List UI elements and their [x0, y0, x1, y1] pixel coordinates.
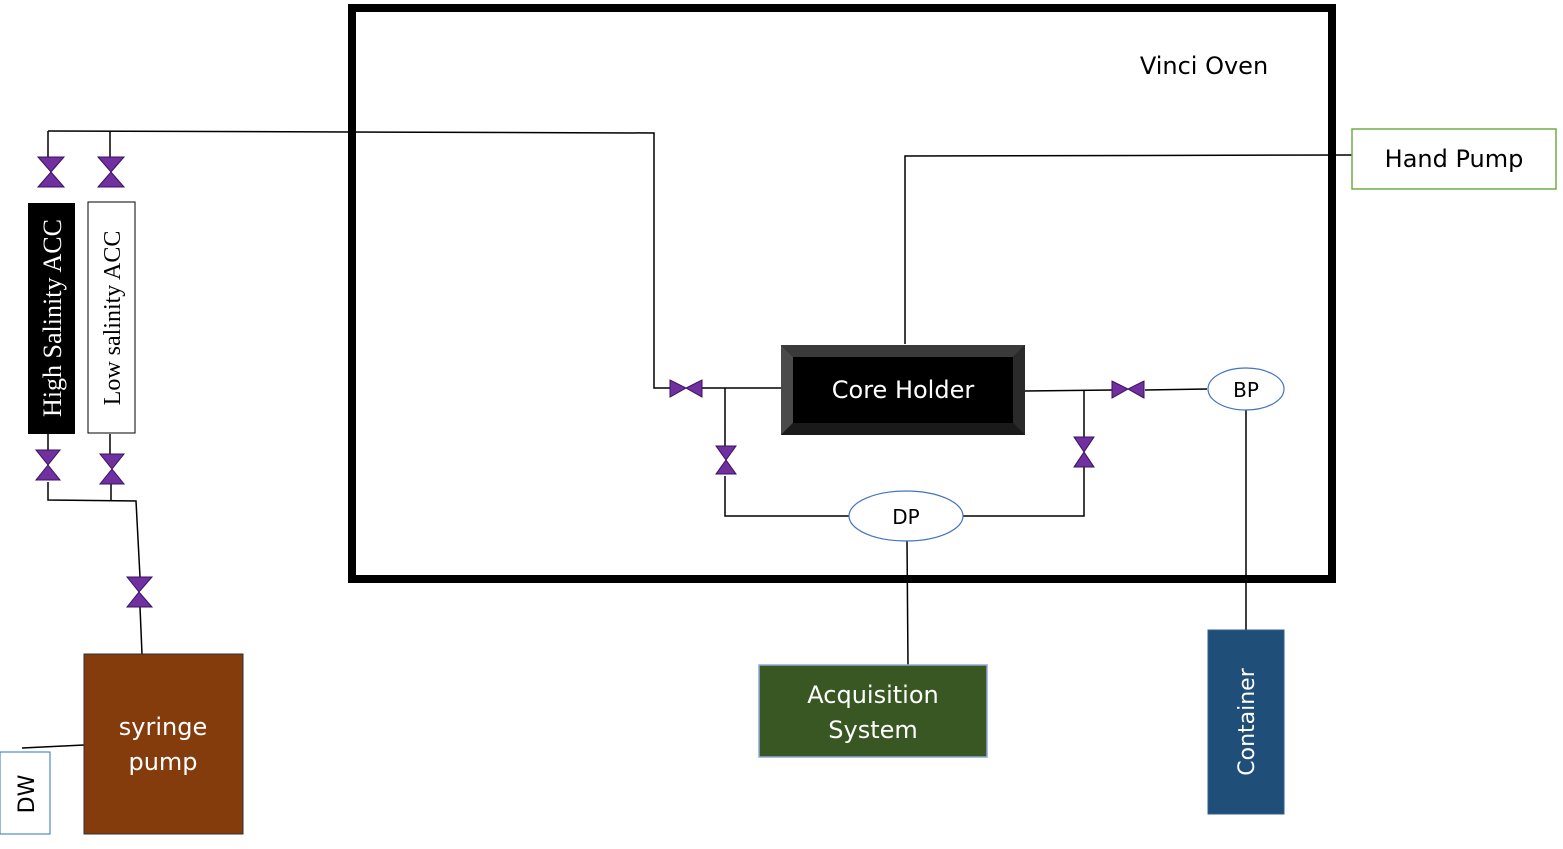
valve-icon [98, 453, 126, 470]
core-holder-label: Core Holder [832, 376, 975, 404]
pipe-top-feed [47, 130, 671, 389]
piping [21, 130, 1353, 749]
acquisition-label-line2: System [828, 716, 918, 744]
hand-pump-label: Hand Pump [1385, 145, 1524, 173]
bp-gauge: BP [1207, 367, 1285, 411]
valve-icon [96, 171, 126, 188]
acquisition-label-line1: Acquisition [807, 681, 938, 709]
pipe-syringe-up [139, 606, 143, 655]
pipe-dp-acquisition [906, 540, 909, 666]
pipe-outlet-dp [963, 467, 1085, 517]
acquisition-system: Acquisition System [758, 664, 988, 758]
valve-icon [34, 464, 62, 481]
valve-icon [96, 156, 126, 173]
core-holder: Core Holder [781, 345, 1025, 435]
syringe-pump: syringe pump [83, 653, 244, 835]
pipe-acc-manifold [47, 482, 141, 578]
valve-icon [36, 156, 66, 173]
dp-gauge: DP [848, 490, 964, 542]
bp-label: BP [1233, 378, 1259, 402]
valve-icon [98, 468, 126, 485]
valve-icon [1073, 436, 1095, 453]
valve-icon [34, 449, 62, 466]
hand-pump: Hand Pump [1351, 128, 1557, 190]
valves [34, 156, 1145, 608]
valve-icon [715, 459, 737, 475]
syringe-pump-label-line2: pump [128, 748, 197, 776]
valve-icon [684, 379, 703, 398]
valve-icon [1111, 380, 1130, 399]
valve-icon [125, 576, 154, 593]
pipe-core-outlet [1024, 389, 1114, 392]
container: Container [1207, 629, 1285, 815]
pipe-hand-pump [904, 154, 1353, 344]
high-salinity-accumulator: High Salinity ACC [28, 203, 75, 434]
low-acc-label: Low salinity ACC [100, 231, 126, 406]
container-label: Container [1235, 667, 1260, 775]
valve-icon [715, 445, 737, 461]
valve-icon [1073, 451, 1095, 468]
pipe-outlet-bp [1144, 388, 1208, 391]
syringe-pump-label-line1: syringe [119, 713, 207, 741]
vinci-oven-label: Vinci Oven [1140, 52, 1268, 80]
dw-label: DW [15, 774, 40, 813]
valve-icon [1126, 380, 1145, 399]
pipe-inlet-dp [724, 476, 849, 517]
valve-icon [669, 379, 688, 398]
pipe-dw [21, 744, 85, 749]
high-acc-label: High Salinity ACC [38, 219, 67, 417]
dp-label: DP [892, 505, 919, 529]
valve-icon [125, 591, 154, 608]
low-salinity-accumulator: Low salinity ACC [87, 201, 136, 434]
dw-reservoir: DW [0, 751, 51, 835]
vinci-oven-box [348, 4, 1336, 583]
valve-icon [36, 171, 66, 188]
